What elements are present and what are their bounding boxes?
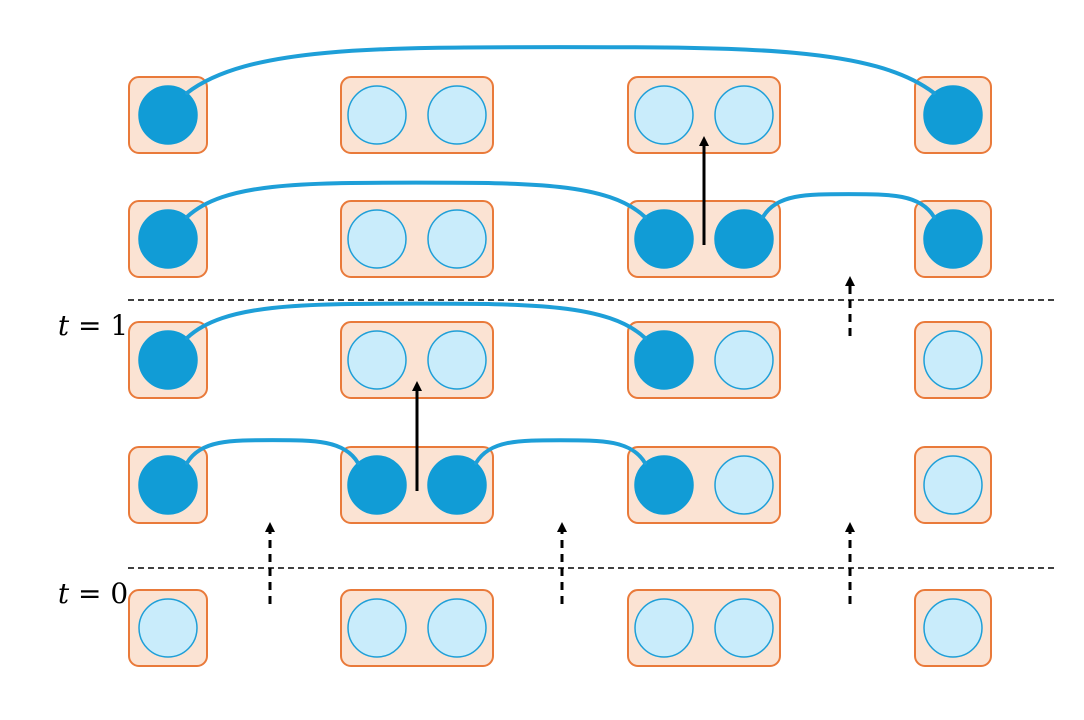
time-label-t1: t = 1	[40, 284, 128, 340]
entanglement-link	[761, 192, 936, 219]
entanglement-link	[185, 301, 647, 340]
qubit-empty	[634, 85, 694, 145]
time-label-var: t	[57, 577, 70, 610]
qubit-empty	[138, 598, 198, 658]
qubit-filled	[138, 209, 198, 269]
qubit-empty	[347, 85, 407, 145]
entanglement-link	[185, 45, 936, 95]
qubit-filled	[138, 85, 198, 145]
entanglement-links	[185, 45, 936, 465]
qubit-empty	[427, 330, 487, 390]
entanglement-link	[474, 438, 647, 465]
qubit-empty	[714, 455, 774, 515]
qubit-filled	[634, 209, 694, 269]
time-label-var: t	[57, 309, 70, 342]
qubit-filled	[714, 209, 774, 269]
qubit-filled	[138, 330, 198, 390]
qubit-filled	[427, 455, 487, 515]
time-label-eq: =	[69, 309, 111, 342]
qubit-empty	[634, 598, 694, 658]
qubit-empty	[923, 330, 983, 390]
qubit-filled	[347, 455, 407, 515]
entanglement-link	[185, 180, 647, 219]
qubit-filled	[138, 455, 198, 515]
qubit-empty	[714, 330, 774, 390]
time-label-eq: =	[69, 577, 111, 610]
qubit-empty	[347, 209, 407, 269]
qubit-filled	[634, 455, 694, 515]
qubit-filled	[923, 209, 983, 269]
qubit-empty	[347, 598, 407, 658]
time-label-t0: t = 0	[40, 552, 128, 608]
qubit-empty	[714, 598, 774, 658]
time-step-separators	[128, 299, 1058, 569]
time-label-value: 0	[110, 577, 129, 610]
qubit-empty	[427, 85, 487, 145]
entanglement-link	[185, 438, 360, 465]
qubit-filled	[634, 330, 694, 390]
qubit-empty	[427, 598, 487, 658]
qubit-empty	[714, 85, 774, 145]
qubit-empty	[923, 455, 983, 515]
qubit-empty	[427, 209, 487, 269]
block-grid	[128, 76, 992, 667]
qubit-filled	[923, 85, 983, 145]
qubit-empty	[347, 330, 407, 390]
qubit-empty	[923, 598, 983, 658]
time-arrows	[265, 136, 855, 604]
time-label-value: 1	[110, 309, 129, 342]
